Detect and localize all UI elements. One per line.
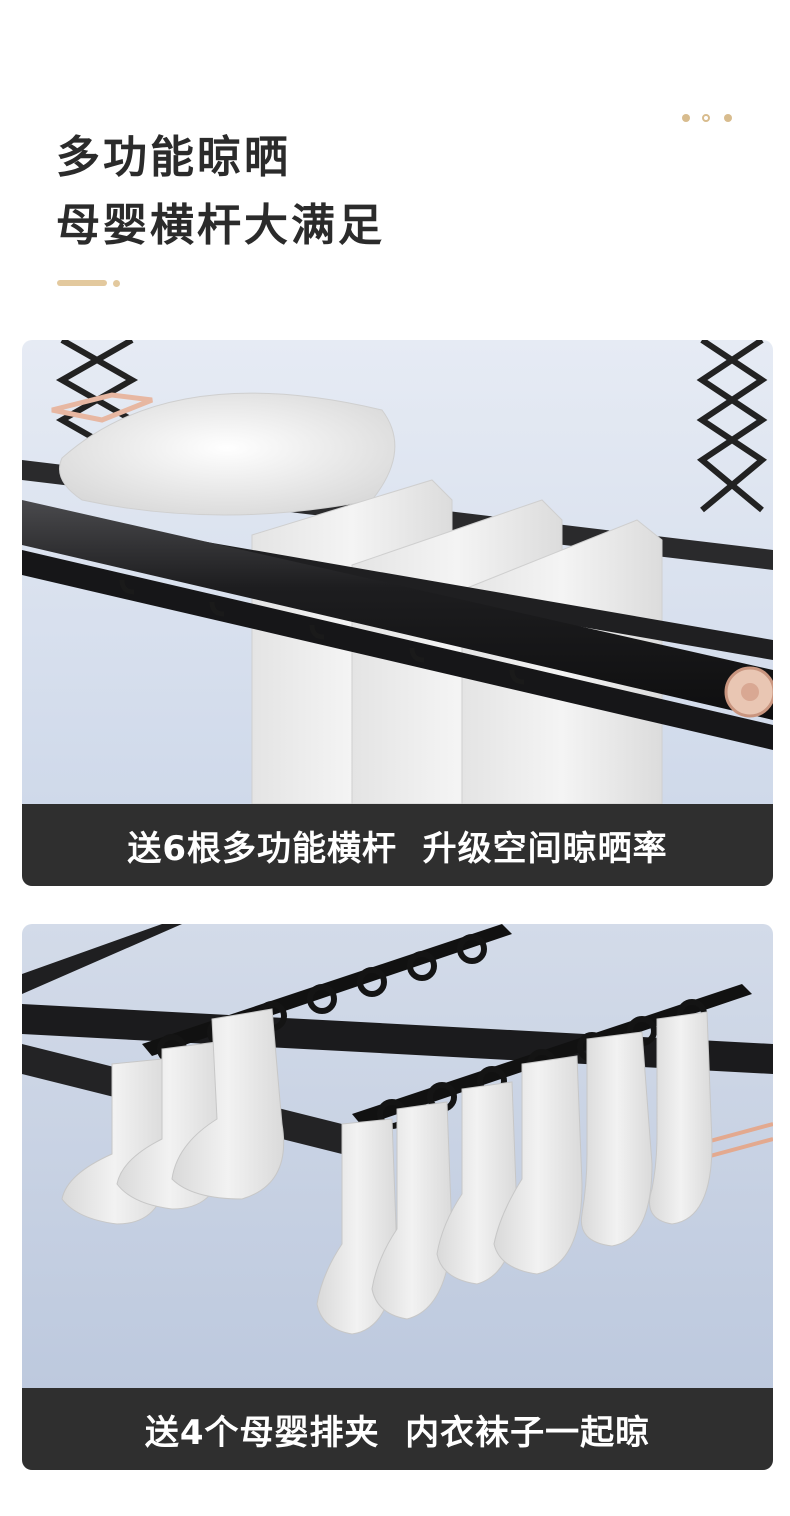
caption-text: 送6根多功能横杆 升级空间晾晒率 [127, 828, 668, 869]
dot-icon [702, 114, 710, 122]
page-title-line1: 多功能晾晒 [56, 132, 291, 183]
panel-caption: 送4个母婴排夹 内衣袜子一起晾 [22, 1388, 773, 1470]
drying-rack-photo [22, 340, 773, 804]
page-title-line2: 母婴横杆大满足 [56, 200, 385, 251]
dot-icon [682, 114, 690, 122]
feature-panel-crossbars: 送6根多功能横杆 升级空间晾晒率 [22, 340, 773, 886]
dot-icon [724, 114, 732, 122]
title-underline [57, 280, 107, 286]
decorative-dots [682, 112, 732, 124]
panel-caption: 送6根多功能横杆 升级空间晾晒率 [22, 804, 773, 886]
feature-panel-clips: 送4个母婴排夹 内衣袜子一起晾 [22, 924, 773, 1470]
caption-text: 送4个母婴排夹 内衣袜子一起晾 [144, 1412, 651, 1453]
clip-rails-photo [22, 924, 773, 1388]
title-underline-dot [113, 280, 120, 287]
